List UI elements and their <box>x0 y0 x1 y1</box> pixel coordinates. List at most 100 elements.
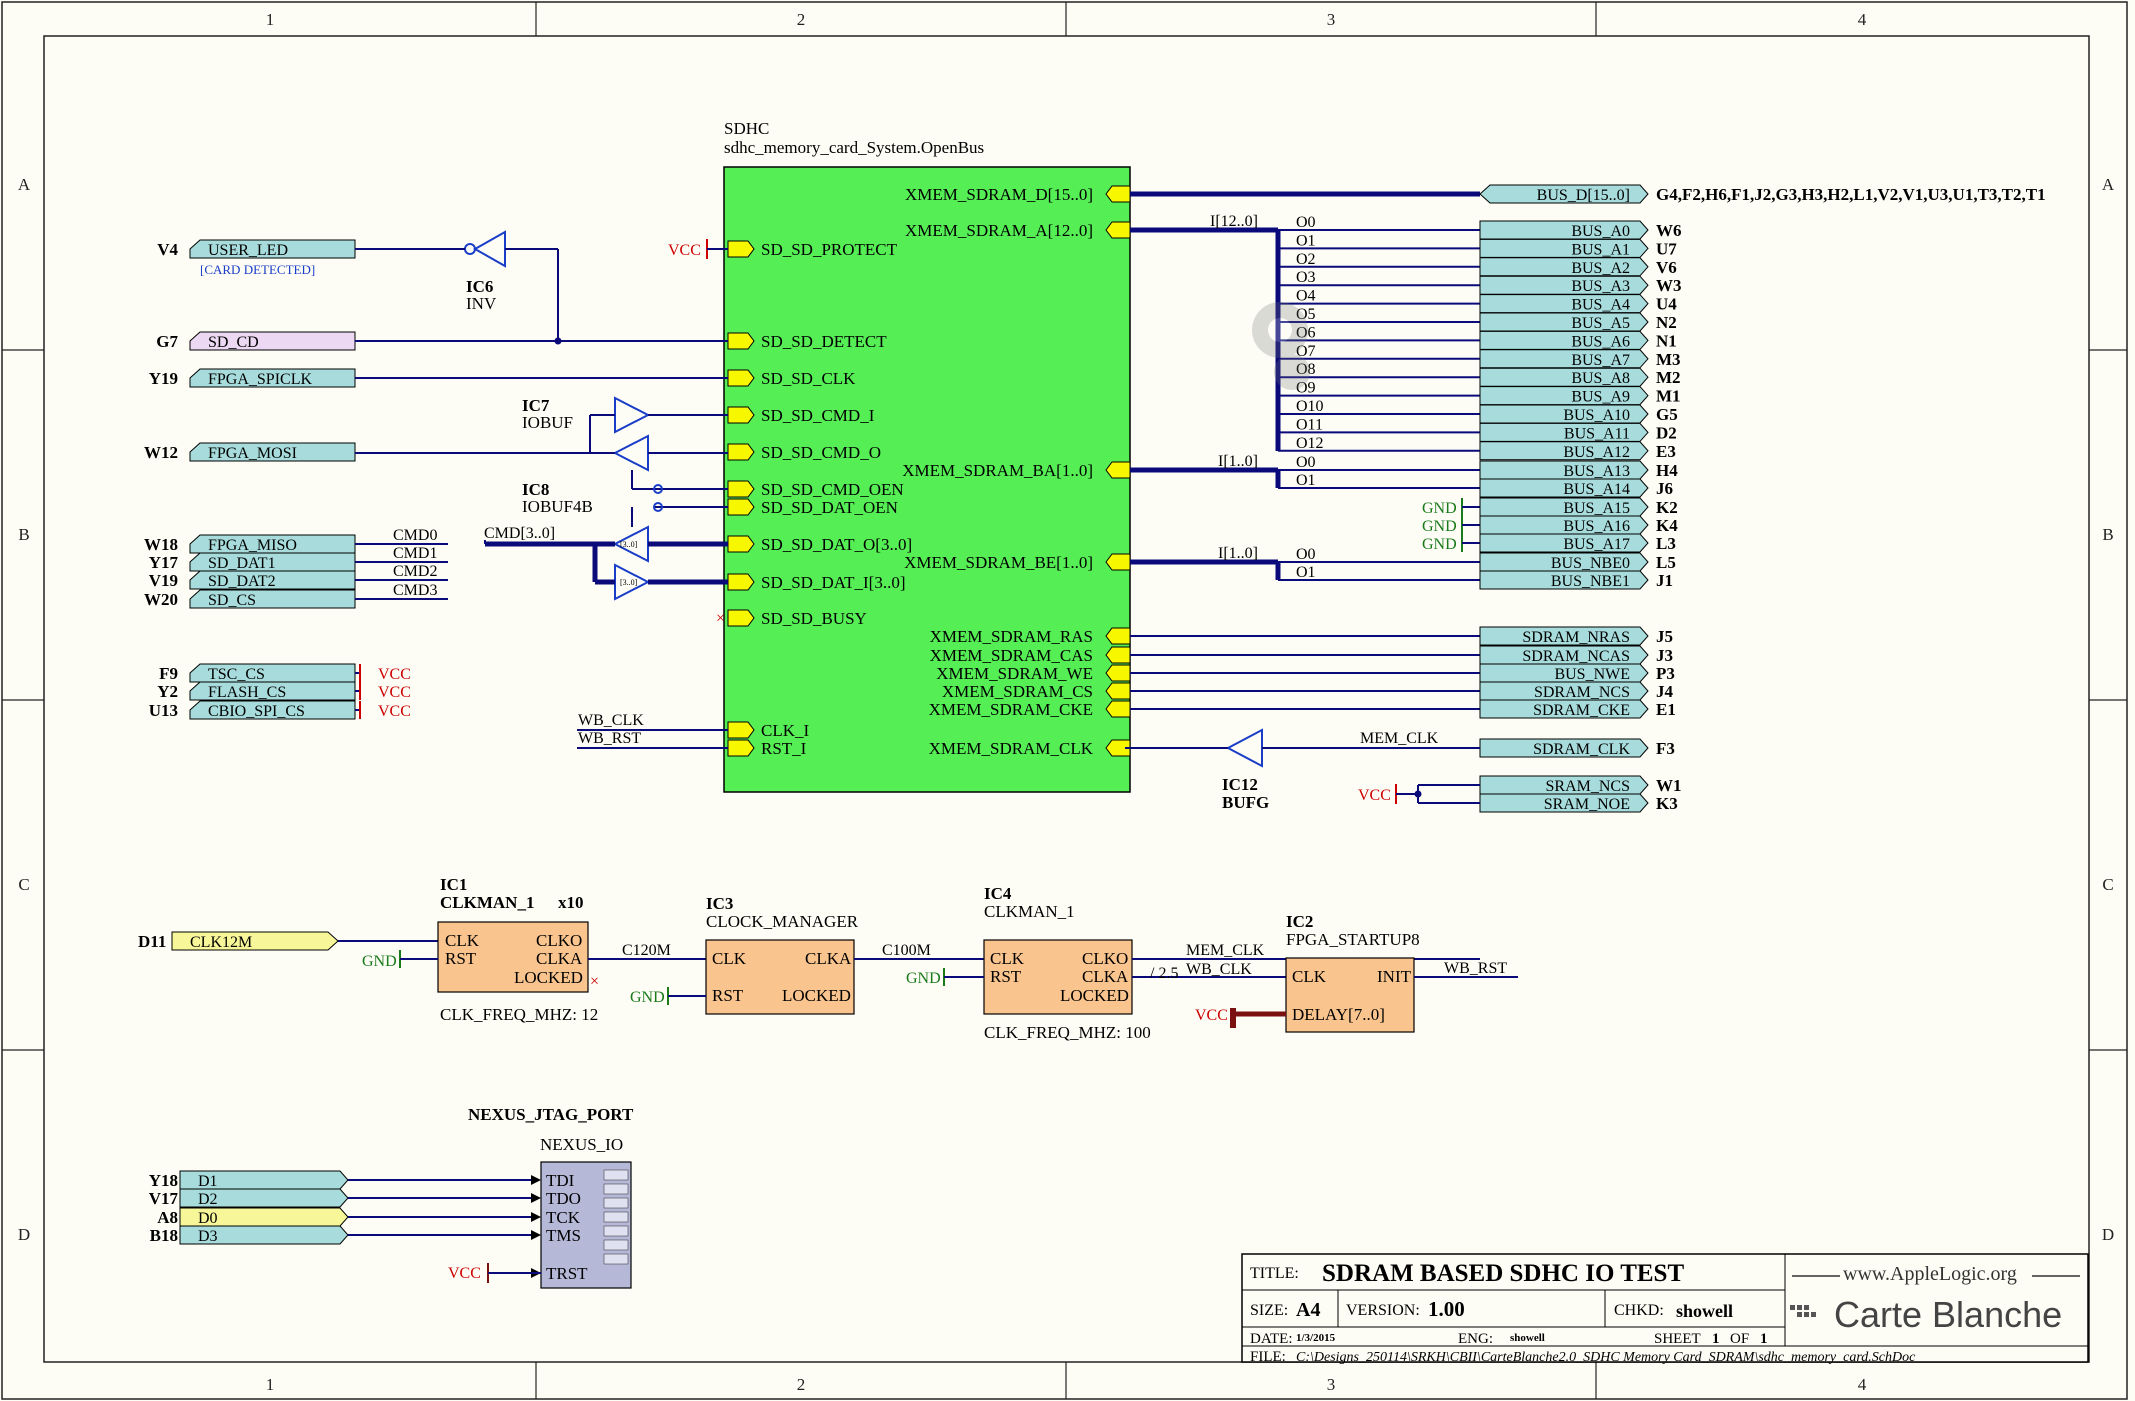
port-bus-a0[interactable]: BUS_A0 <box>1479 220 1649 240</box>
port-bus-a8[interactable]: BUS_A8 <box>1479 367 1649 387</box>
port-pin: J5 <box>1656 627 1673 646</box>
port-bus-nbe1[interactable]: BUS_NBE1 <box>1479 570 1649 590</box>
port-bus-a17[interactable]: BUS_A17 <box>1479 533 1649 553</box>
port-sd-cd[interactable]: SD_CD <box>189 331 356 351</box>
port-bus-a12[interactable]: BUS_A12 <box>1479 441 1649 461</box>
port-bus-nbe0[interactable]: BUS_NBE0 <box>1479 552 1649 572</box>
port-sdram-clk[interactable]: SDRAM_CLK <box>1479 738 1649 758</box>
port-pin: Y17 <box>149 553 179 572</box>
port-pin: M3 <box>1656 350 1681 369</box>
port-jtag-d0[interactable]: D0 <box>179 1207 349 1227</box>
zone-col-top: 2 <box>797 10 806 29</box>
port-pin: Y2 <box>157 682 178 701</box>
svg-text:SDRAM_NRAS: SDRAM_NRAS <box>1522 629 1630 646</box>
port-jtag-d3[interactable]: D3 <box>179 1225 349 1245</box>
port-sd-dat2[interactable]: SD_DAT2 <box>189 570 356 590</box>
port-sram-noe[interactable]: SRAM_NOE <box>1479 793 1649 813</box>
port-fpga-miso[interactable]: FPGA_MISO <box>189 534 356 554</box>
svg-text:BUS_A10: BUS_A10 <box>1563 407 1630 424</box>
svg-text:RST: RST <box>990 967 1022 986</box>
sdhc-designator: SDHC <box>724 119 769 138</box>
zone-row-right: B <box>2102 525 2113 544</box>
vcc-label: VCC <box>378 703 411 720</box>
port-bus-nwe[interactable]: BUS_NWE <box>1479 663 1649 683</box>
port-pin: V4 <box>157 240 178 259</box>
svg-text:CLKO: CLKO <box>536 931 582 950</box>
port-flash-cs[interactable]: FLASH_CS <box>189 681 356 701</box>
ic12-designator: IC12 <box>1222 775 1258 794</box>
port-bus-a6[interactable]: BUS_A6 <box>1479 330 1649 350</box>
logo: Carte Blanche <box>1834 1294 2062 1335</box>
ic2-component[interactable] <box>1285 957 1415 1033</box>
port-jtag-d2[interactable]: D2 <box>179 1188 349 1208</box>
svg-text:x10: x10 <box>558 893 584 912</box>
svg-text:BUS_A15: BUS_A15 <box>1563 500 1630 517</box>
port-bus-a7[interactable]: BUS_A7 <box>1479 349 1649 369</box>
gnd-label: GND <box>1422 518 1457 535</box>
zone-row-left: A <box>18 175 31 194</box>
sdhc-left-pin: SD_SD_DAT_I[3..0] <box>761 573 906 592</box>
port-bus-a2[interactable]: BUS_A2 <box>1479 257 1649 277</box>
port-pin: Y19 <box>149 369 178 388</box>
port-pin: A8 <box>157 1208 178 1227</box>
ic4-component[interactable] <box>983 939 1133 1015</box>
port-sdram-ncas[interactable]: SDRAM_NCAS <box>1479 645 1649 665</box>
port-pin: D2 <box>1656 423 1677 442</box>
ic1-type: CLKMAN_1 <box>440 893 534 912</box>
ba-bus-out: O0 <box>1296 454 1316 471</box>
port-pin: W18 <box>144 535 178 554</box>
addr-bus-out: O10 <box>1296 398 1324 415</box>
jtag-pin: TRST <box>546 1264 588 1283</box>
port-bus-a11[interactable]: BUS_A11 <box>1479 422 1649 442</box>
port-bus-a3[interactable]: BUS_A3 <box>1479 275 1649 295</box>
sdhc-left-pin: RST_I <box>761 739 807 758</box>
port-pin: J1 <box>1656 571 1673 590</box>
svg-text:LOCKED: LOCKED <box>782 986 851 1005</box>
port-bus-a5[interactable]: BUS_A5 <box>1479 312 1649 332</box>
port-bus-a16[interactable]: BUS_A16 <box>1479 515 1649 535</box>
svg-text:A4: A4 <box>1296 1299 1320 1321</box>
svg-text:CLKA: CLKA <box>805 949 852 968</box>
sdhc-component[interactable] <box>723 166 1131 793</box>
ic3-component[interactable] <box>705 939 855 1015</box>
svg-text:BUS_A12: BUS_A12 <box>1563 444 1630 461</box>
port-sd-dat1[interactable]: SD_DAT1 <box>189 552 356 572</box>
svg-text:RST: RST <box>712 986 744 1005</box>
port-bus-a15[interactable]: BUS_A15 <box>1479 497 1649 517</box>
port-fpga-spiclk[interactable]: FPGA_SPICLK <box>189 368 356 388</box>
clk12m-port[interactable]: CLK12M <box>171 931 339 951</box>
svg-text:D0: D0 <box>198 1210 218 1227</box>
title-text: SDRAM BASED SDHC IO TEST <box>1322 1260 1684 1287</box>
port-user-led[interactable]: USER_LED <box>189 239 356 259</box>
jtag-component[interactable] <box>540 1161 632 1289</box>
port-jtag-d1[interactable]: D1 <box>179 1170 349 1190</box>
sdhc-left-pin: SD_SD_CMD_O <box>761 443 881 462</box>
port-sdram-ncs[interactable]: SDRAM_NCS <box>1479 681 1649 701</box>
sdhc-right-pin: XMEM_SDRAM_WE <box>936 664 1093 683</box>
port-fpga-mosi[interactable]: FPGA_MOSI <box>189 442 356 462</box>
svg-text:VCC: VCC <box>448 1265 481 1282</box>
svg-text:BUS_A9: BUS_A9 <box>1571 389 1630 406</box>
svg-text:DELAY[7..0]: DELAY[7..0] <box>1292 1005 1385 1024</box>
port-sdram-nras[interactable]: SDRAM_NRAS <box>1479 626 1649 646</box>
svg-text:BUS_A2: BUS_A2 <box>1571 260 1630 277</box>
port-bus-a14[interactable]: BUS_A14 <box>1479 478 1649 498</box>
port-sram-ncs[interactable]: SRAM_NCS <box>1479 775 1649 795</box>
port-tsc-cs[interactable]: TSC_CS <box>189 663 356 683</box>
ic1-component[interactable] <box>437 921 589 993</box>
port-bus-a9[interactable]: BUS_A9 <box>1479 386 1649 406</box>
port-bus-a13[interactable]: BUS_A13 <box>1479 460 1649 480</box>
port-bus-a1[interactable]: BUS_A1 <box>1479 238 1649 258</box>
port-pin: Y18 <box>149 1171 178 1190</box>
port-sdram-cke[interactable]: SDRAM_CKE <box>1479 699 1649 719</box>
addr-bus-out: O9 <box>1296 380 1316 397</box>
zone-col-bottom: 4 <box>1858 1375 1867 1394</box>
port-bus-a10[interactable]: BUS_A10 <box>1479 404 1649 424</box>
sdhc-right-pin: XMEM_SDRAM_D[15..0] <box>905 185 1093 204</box>
port-cbio-spi-cs[interactable]: CBIO_SPI_CS <box>189 700 356 720</box>
svg-text:SD_DAT2: SD_DAT2 <box>208 573 276 590</box>
svg-text:D2: D2 <box>198 1191 218 1208</box>
port-bus-a4[interactable]: BUS_A4 <box>1479 294 1649 314</box>
port-sd-cs[interactable]: SD_CS <box>189 589 356 609</box>
port-bus-d[interactable]: BUS_D[15..0] <box>1479 184 1649 204</box>
